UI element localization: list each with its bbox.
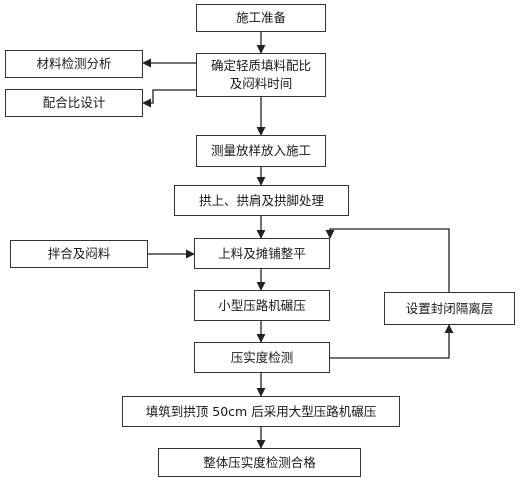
side-material-test: 材料检测分析 (5, 50, 143, 78)
step-survey: 测量放样放入施工 (196, 135, 326, 167)
step-final-check: 整体压实度检测合格 (158, 448, 361, 477)
step-construction-prep: 施工准备 (196, 4, 326, 32)
step-compaction-check: 压实度检测 (194, 342, 330, 373)
arrow-check-to-seal (330, 324, 454, 359)
arrow-to-ratio-design (142, 89, 196, 108)
side-seal-layer: 设置封闭隔离层 (384, 292, 515, 325)
step-small-roller: 小型压路机碾压 (194, 290, 330, 321)
side-mixing: 拌合及闷料 (10, 240, 148, 268)
step-feed-spread: 上料及摊铺整平 (194, 238, 330, 269)
step-mix-ratio: 确定轻质填料配比 及闷料时间 (196, 53, 326, 97)
step-arch-treatment: 拱上、拱肩及拱脚处理 (174, 185, 349, 216)
side-ratio-design: 配合比设计 (5, 89, 143, 117)
step-fill-to-crown: 填筑到拱顶 50cm 后采用大型压路机碾压 (122, 396, 400, 427)
arrow-seal-to-feed (325, 228, 450, 292)
